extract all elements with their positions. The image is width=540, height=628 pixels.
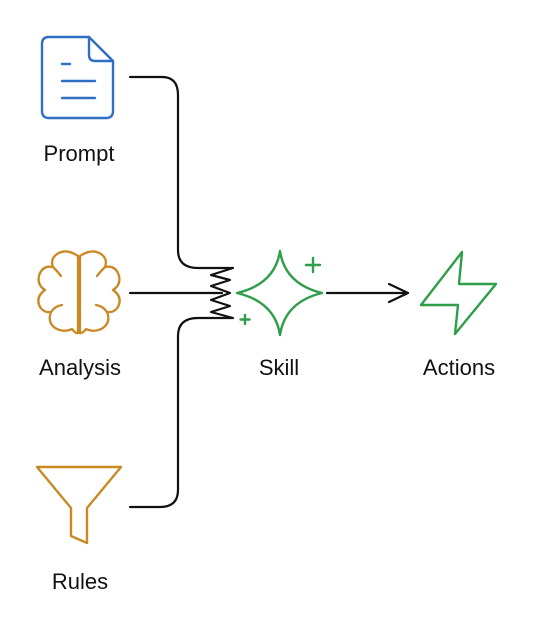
connectors (128, 75, 410, 509)
connector-rules-to-skill (128, 316, 224, 509)
brain-icon (37, 250, 121, 335)
connector-prompt-to-skill (128, 75, 224, 270)
prompt-label: Prompt (43, 141, 115, 166)
analysis-label: Analysis (39, 355, 121, 380)
arrowhead-actions (387, 282, 410, 304)
skill-label: Skill (258, 355, 300, 380)
sparkle-icon (235, 249, 324, 337)
merge-zigzag (209, 266, 235, 320)
funnel-icon (35, 465, 123, 545)
document-icon (40, 35, 115, 120)
actions-label: Actions (422, 355, 496, 380)
rules-label: Rules (51, 569, 109, 594)
lightning-icon (419, 250, 498, 336)
